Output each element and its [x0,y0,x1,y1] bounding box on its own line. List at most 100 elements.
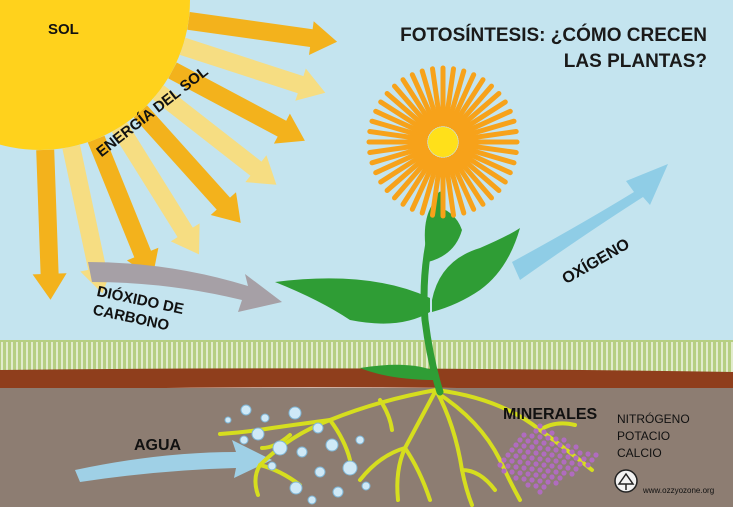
petal [392,153,434,201]
mineral-dot [537,478,543,484]
mineral-dot [577,450,583,456]
mineral-dot [533,483,539,489]
mineral-dot [541,429,547,435]
mineral-dot [573,444,579,450]
water-bubble [251,427,265,441]
petal [457,144,517,166]
mineral-dot [537,434,543,440]
mineral-dot [561,459,567,465]
petal [443,66,456,127]
mineral-dot [529,455,535,461]
petal [373,108,430,137]
credit-link[interactable]: www.ozzyozone.org [643,486,715,495]
petal [409,155,438,212]
water-bubble [361,481,371,491]
mineral-dot [549,452,555,458]
petal [369,118,429,140]
mineral-dot [553,480,559,486]
mineral-dot [561,437,567,443]
water-label: AGUA [134,437,182,454]
petal [367,142,428,155]
sun-ray [32,149,67,300]
mineral-dot [537,467,543,473]
mineral-dot [565,454,571,460]
mineral-dot [549,474,555,480]
sun-ray [87,135,159,279]
mineral-dot [557,453,563,459]
mineral-dot [521,454,527,460]
water-bubble [312,422,324,434]
leaf-top-left-icon [424,205,462,262]
petal [458,142,519,155]
mineral-dot [521,476,527,482]
mineral-dot [541,484,547,490]
petal [392,83,434,131]
mineral-dot [537,445,543,451]
water-bubble [224,416,232,424]
mineral-dot [549,463,555,469]
mineral-dot [581,456,587,462]
water-bubble [307,495,317,505]
mineral-dot [513,453,519,459]
mineral-dot [505,452,511,458]
mineral-dot [517,437,523,443]
mineral-dot [517,448,523,454]
water-bubble [289,481,303,495]
mineral-dot [545,457,551,463]
ozone-logo-icon [614,469,638,493]
sun-ray [179,37,326,101]
mineral-dot [525,471,531,477]
petal [450,154,486,207]
mineral-dot [525,438,531,444]
mineral-dot [545,435,551,441]
petal [367,129,428,142]
mineral-dot [585,462,591,468]
petal [443,157,456,218]
flower-petals [366,65,520,219]
petal [458,129,519,142]
sun-icon [0,0,190,150]
petal [378,99,431,135]
sun-ray [187,12,338,55]
title-line-2: LAS PLANTAS? [563,51,707,72]
mineral-dot [541,440,547,446]
petal [445,68,467,128]
mineral-dot [553,436,559,442]
water-bubble [342,460,358,476]
mineral-dot [533,450,539,456]
mineral-particles [497,423,599,495]
flower-center-icon [428,127,458,157]
mineral-dot [529,433,535,439]
mineral-dot [533,472,539,478]
mineral-dot [505,463,511,469]
petal [373,147,430,176]
mineral-dot [553,458,559,464]
mineral-dot [533,439,539,445]
carbon-dioxide-arrow-icon [88,262,282,312]
mineral-dot [553,469,559,475]
water-bubble [288,406,302,420]
petal [419,68,441,128]
leaf-right-icon [432,228,520,312]
petal [448,155,477,212]
petal [454,91,502,133]
petal [384,91,432,133]
mineral-list: NITRÓGENO POTACIO CALCIO [617,411,690,462]
water-bubble [355,435,365,445]
petal [457,118,517,140]
mineral-dot [521,443,527,449]
water-bubble [267,461,277,471]
mineral-dot [557,442,563,448]
petal [384,151,432,193]
petal [450,77,486,130]
water-bubble [239,435,249,445]
petal [456,108,513,137]
mineral-dot [565,465,571,471]
mineral-dot [565,443,571,449]
water-arrow-icon [75,440,272,482]
mineral-dot [549,441,555,447]
mineral-dot [569,471,575,477]
mineral-dot [529,477,535,483]
sun-ray [111,122,200,255]
